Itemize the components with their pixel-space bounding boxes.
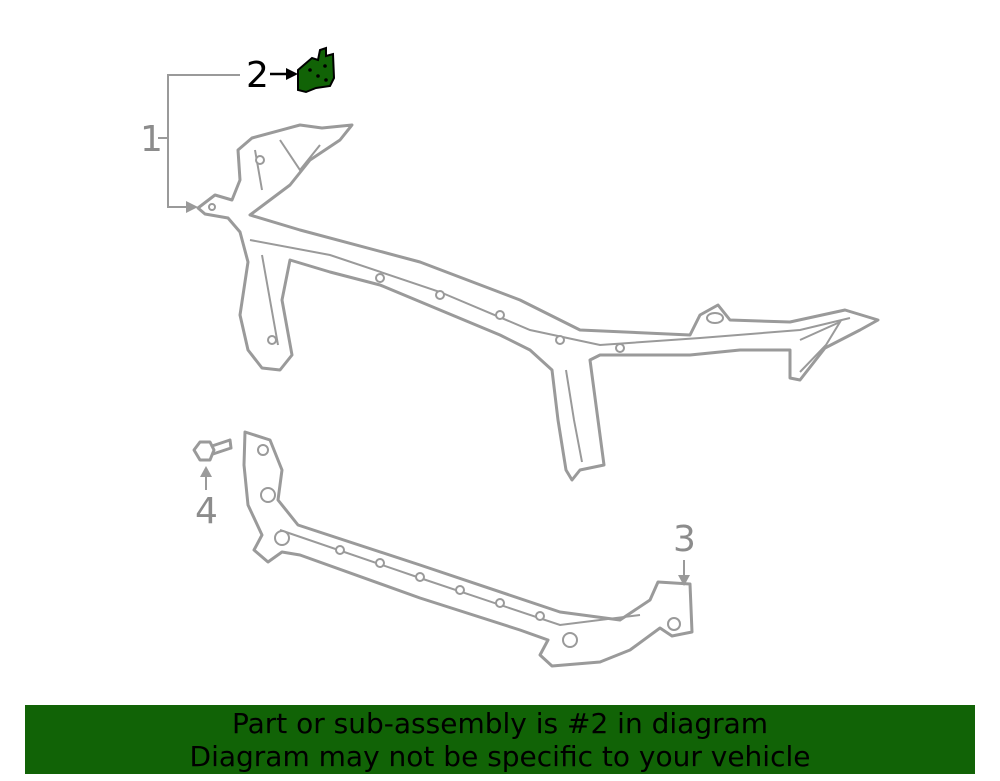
callout-label-4: 4 bbox=[195, 491, 218, 532]
banner-line-1: Part or sub-assembly is #2 in diagram bbox=[231, 707, 769, 740]
parts-diagram bbox=[158, 46, 880, 668]
part-1-radiator-support bbox=[196, 123, 880, 482]
callout-3-leader bbox=[678, 560, 690, 586]
callout-1-leader bbox=[158, 74, 240, 213]
callout-label-1: 1 bbox=[140, 119, 163, 160]
callout-4-leader bbox=[200, 466, 212, 490]
part-2-bracket bbox=[297, 46, 336, 94]
part-4-bolt bbox=[192, 438, 233, 462]
part-3-lower-tie-bar bbox=[242, 430, 694, 668]
callout-label-2: 2 bbox=[246, 55, 269, 96]
callout-2-leader bbox=[270, 68, 298, 80]
callout-label-3: 3 bbox=[673, 519, 696, 560]
disclaimer-banner: Part or sub-assembly is #2 in diagram Di… bbox=[25, 705, 975, 774]
banner-line-2: Diagram may not be specific to your vehi… bbox=[189, 740, 811, 773]
